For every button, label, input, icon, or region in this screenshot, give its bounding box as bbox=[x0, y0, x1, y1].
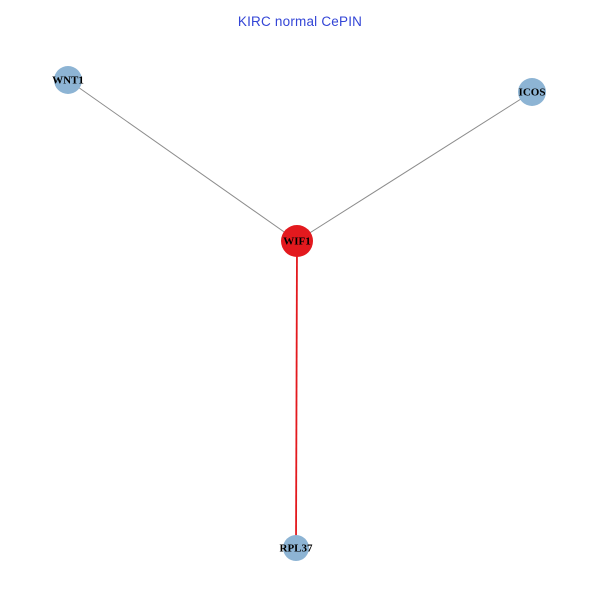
plot-title: KIRC normal CePIN bbox=[237, 14, 363, 29]
graph-node bbox=[283, 535, 309, 561]
graph-edge bbox=[296, 91, 533, 242]
node-label: WNT1 bbox=[52, 75, 84, 87]
node-label: RPL37 bbox=[280, 543, 314, 555]
graph-node bbox=[281, 225, 313, 257]
graph-edge bbox=[67, 79, 298, 242]
graph-node bbox=[518, 78, 546, 106]
graph-node bbox=[54, 66, 82, 94]
graph-edge bbox=[295, 240, 298, 549]
node-label: ICOS bbox=[519, 87, 546, 99]
node-label: WIF1 bbox=[283, 236, 311, 248]
